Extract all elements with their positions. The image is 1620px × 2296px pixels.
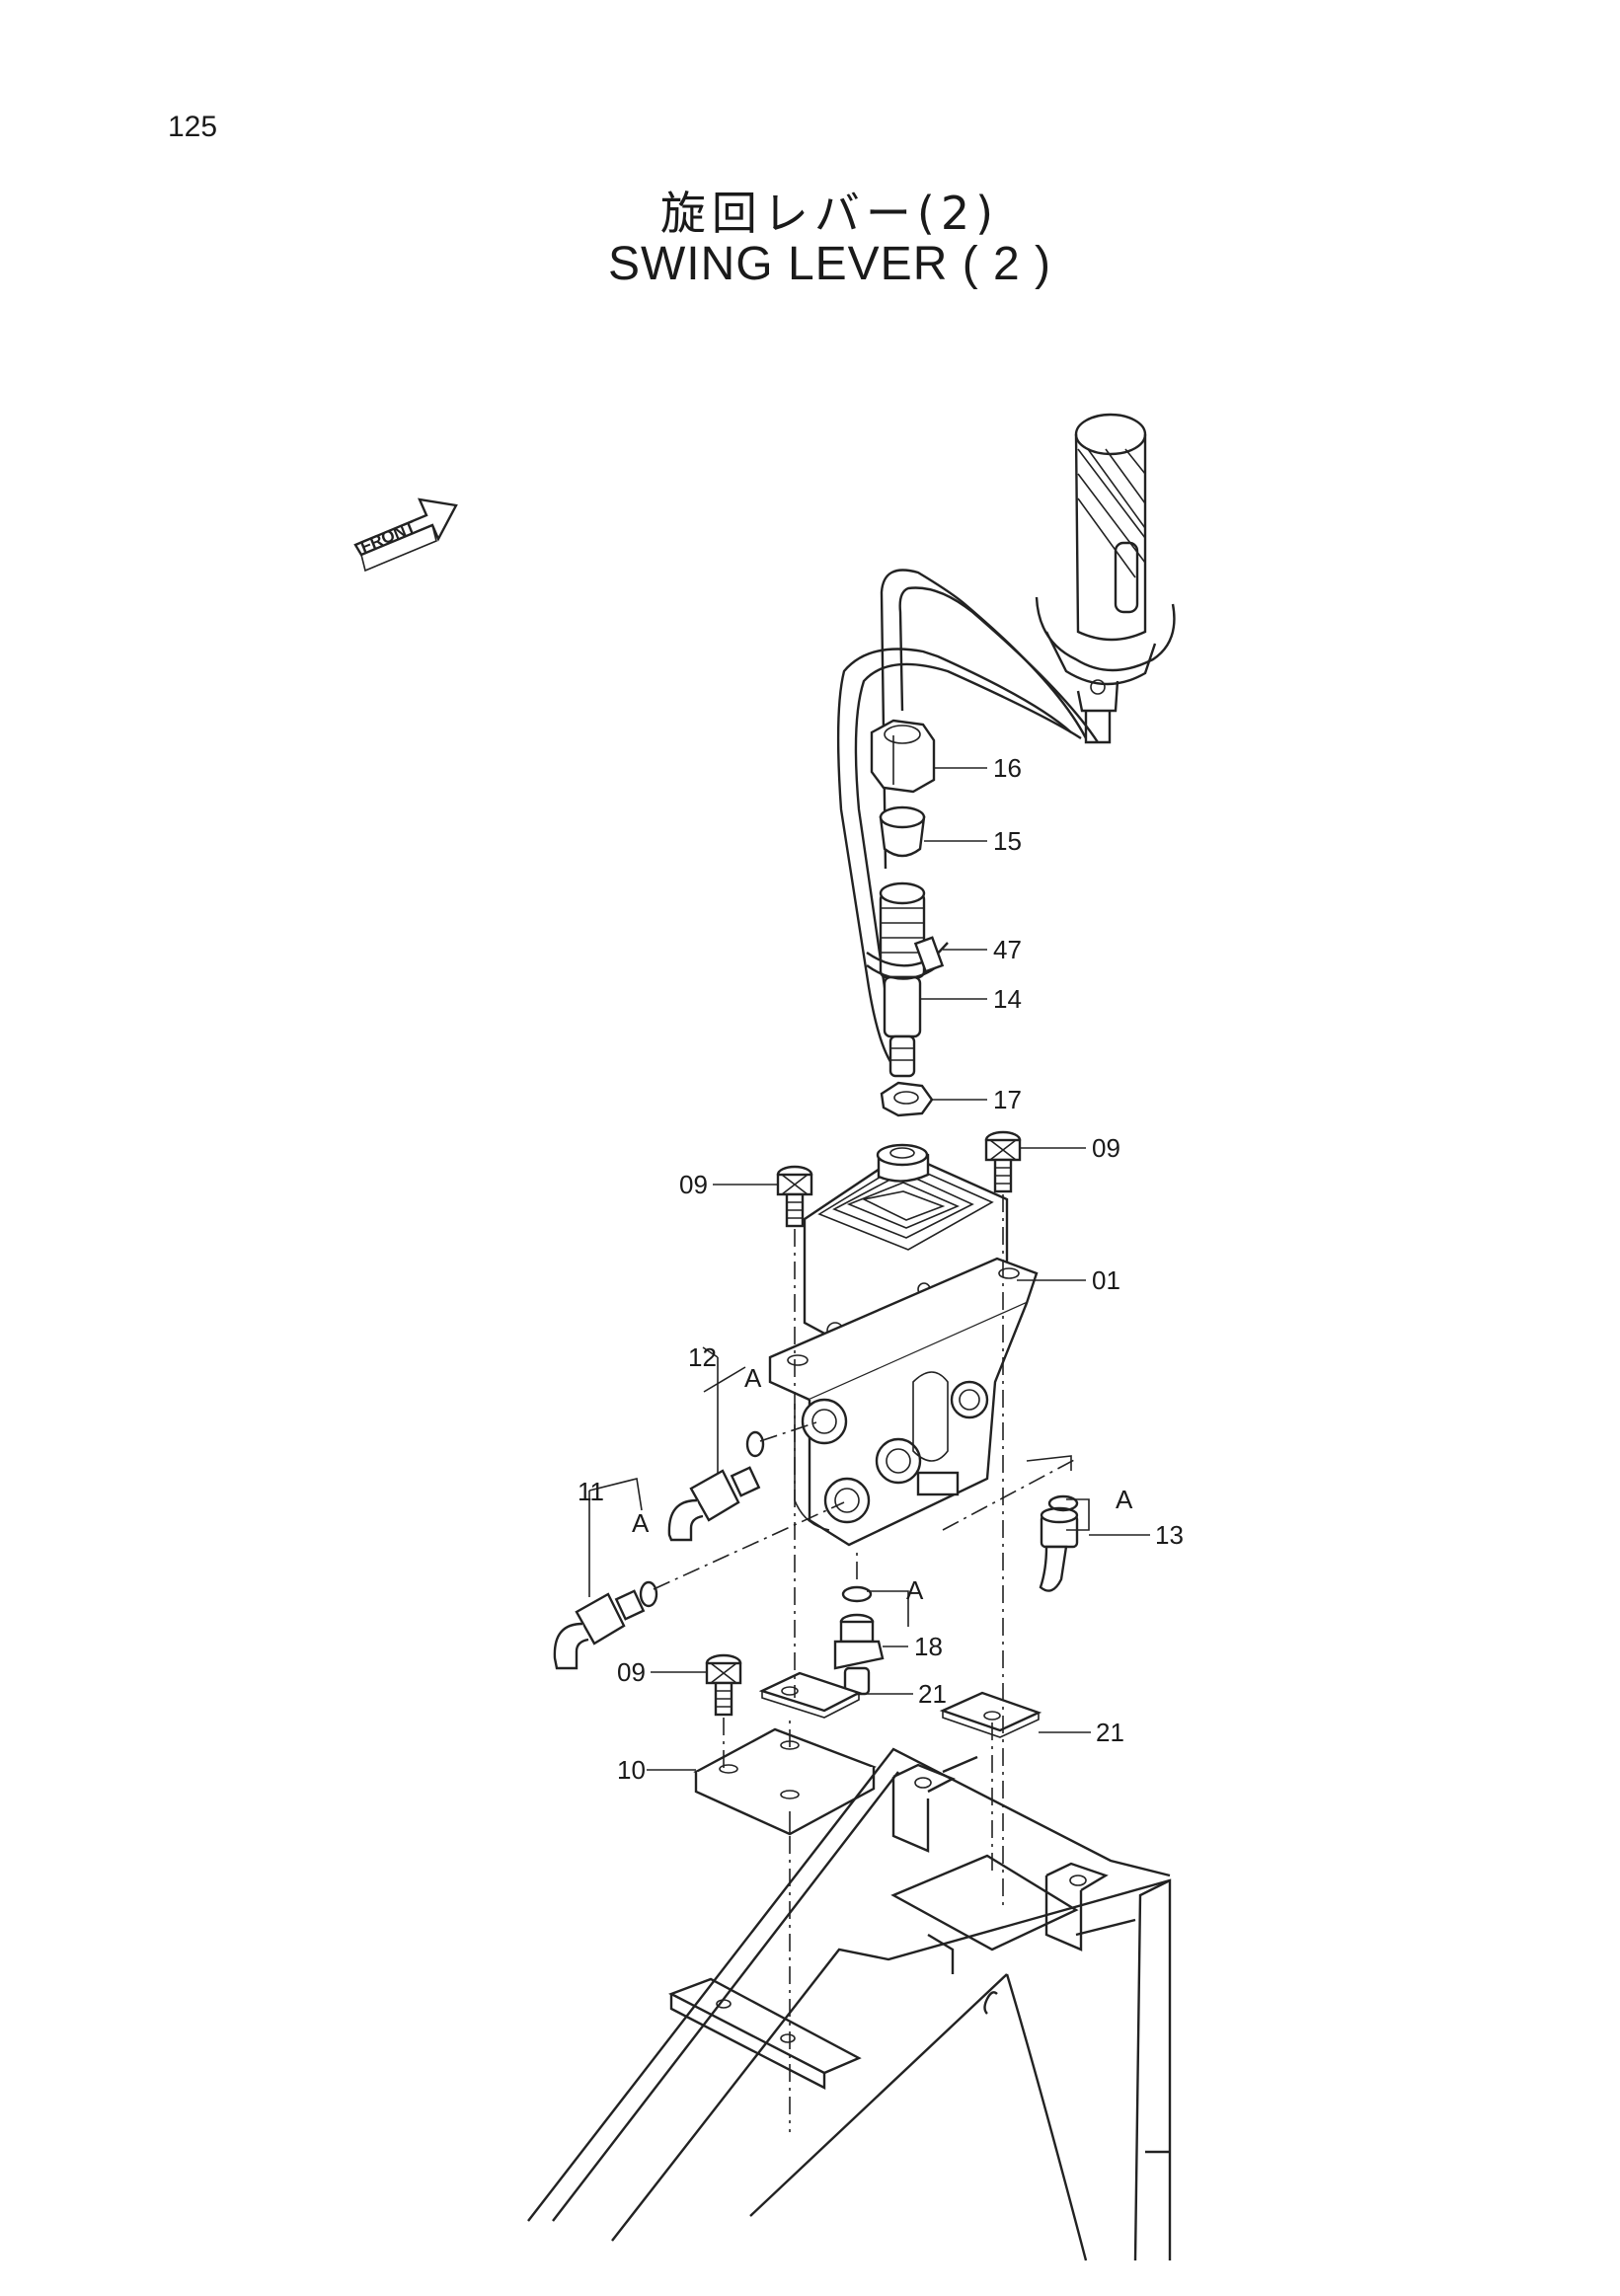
callout-10: 10: [617, 1755, 646, 1785]
part-01-valve-body-icon: [768, 1143, 1039, 1547]
part-13-elbow-icon: [1039, 1506, 1079, 1592]
part-47-clamp-icon: [866, 936, 949, 980]
callout-01: 01: [1092, 1265, 1120, 1295]
callout-a-11: A: [632, 1508, 650, 1538]
part-12-elbow-icon: [667, 1466, 761, 1542]
callout-a-18: A: [906, 1575, 924, 1605]
part-11-elbow-icon: [553, 1589, 646, 1670]
assembly-center-lines: [653, 1194, 1077, 2132]
callout-13: 13: [1155, 1520, 1184, 1550]
callout-21-left: 21: [918, 1679, 947, 1709]
page-title-english: SWING LEVER ( 2 ): [607, 238, 1052, 290]
part-09-bolt-upper-left-icon: [776, 1165, 813, 1228]
callout-a-12: A: [744, 1363, 762, 1393]
part-17-nut-icon: [880, 1081, 934, 1117]
part-21-plate-left-icon: [758, 1671, 863, 1719]
callout-09-lower: 09: [617, 1657, 646, 1687]
callout-a-13: A: [1116, 1485, 1133, 1514]
callout-09-upper-right: 09: [1092, 1133, 1120, 1163]
part-21-plate-right-icon: [939, 1691, 1042, 1738]
lever-grip-icon: [1035, 413, 1176, 744]
callout-14: 14: [993, 984, 1022, 1014]
pilot-hose-icon: [836, 569, 1100, 1067]
part-15-sleeve-icon: [879, 805, 926, 858]
mounting-frame-icon: [527, 1747, 1172, 2261]
callout-21-right: 21: [1096, 1718, 1124, 1747]
part-09-bolt-upper-right-icon: [984, 1130, 1022, 1193]
callout-18: 18: [914, 1632, 943, 1661]
o-ring-icons: [639, 1430, 1079, 1608]
page-title-japanese: 旋回レバー(2): [659, 187, 1000, 240]
part-16-nut-icon: [870, 719, 936, 794]
part-09-bolt-lower-icon: [705, 1653, 742, 1717]
part-14-fitting-icon: [879, 881, 926, 1078]
callout-15: 15: [993, 826, 1022, 856]
callout-12: 12: [688, 1342, 717, 1372]
page-number: 125: [168, 111, 218, 143]
callout-16: 16: [993, 753, 1022, 783]
front-arrow-icon: FRONT: [353, 497, 458, 573]
part-18-adapter-icon: [833, 1613, 885, 1696]
callout-47: 47: [993, 935, 1022, 964]
callout-leader-lines: [588, 767, 1150, 1771]
part-10-bracket-icon: [693, 1727, 877, 1836]
callout-09-upper-left: 09: [679, 1170, 708, 1199]
callout-11: 11: [578, 1477, 604, 1506]
front-label: FRONT: [357, 517, 419, 557]
callout-17: 17: [993, 1085, 1022, 1114]
